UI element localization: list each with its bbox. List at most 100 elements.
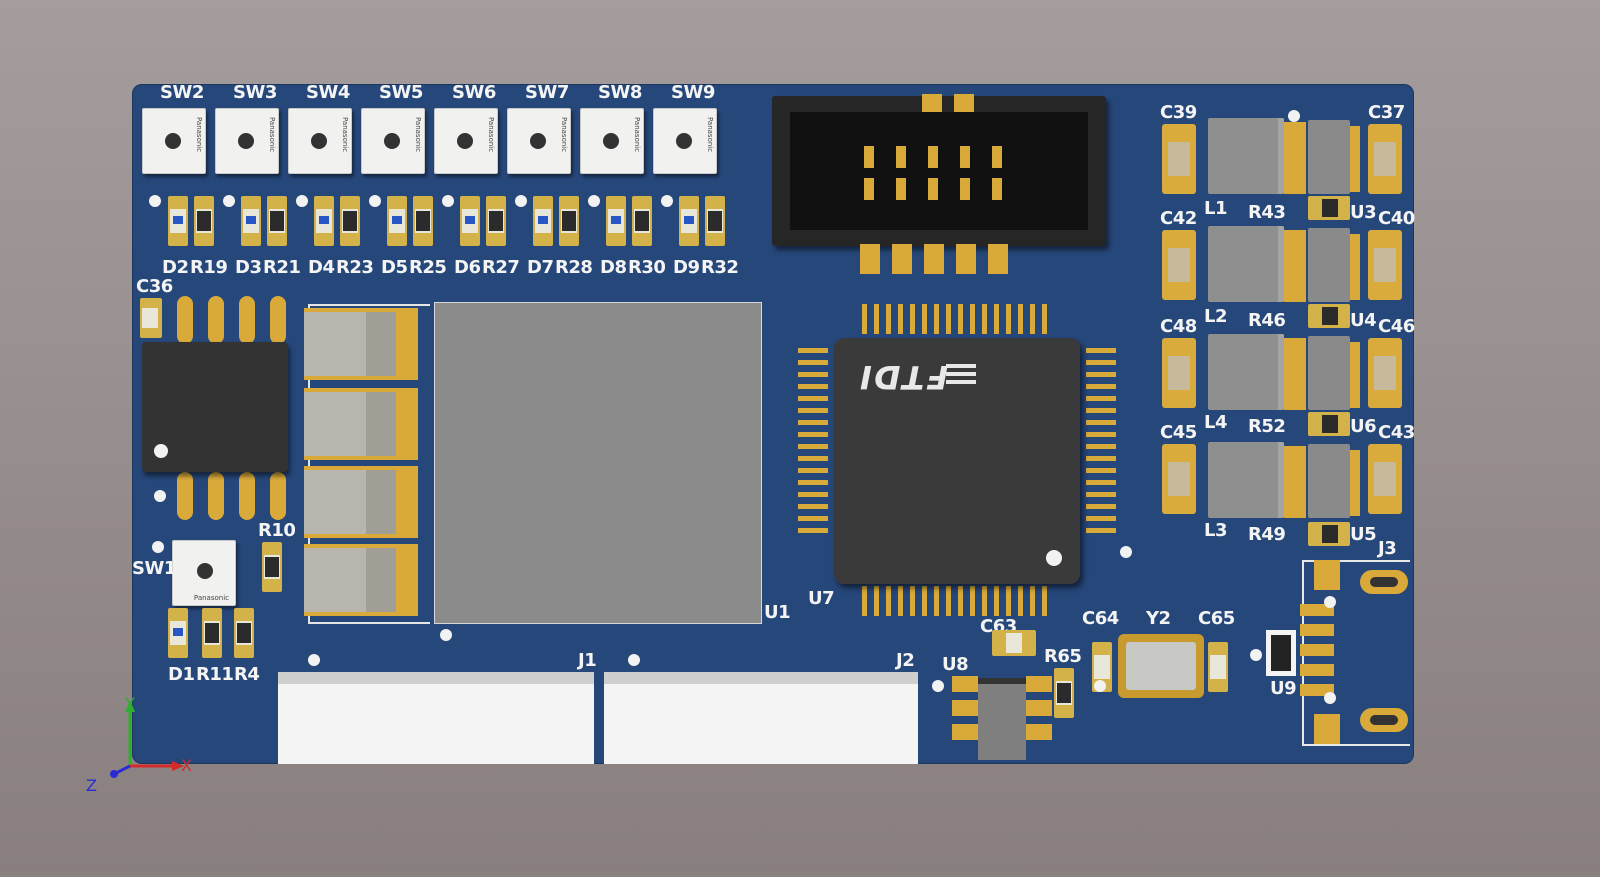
ref-r65: R65 <box>1044 646 1082 667</box>
ftdi-chip-u7[interactable]: FTDI <box>834 338 1080 584</box>
soic-chip[interactable] <box>142 342 288 472</box>
switch-sw6[interactable]: Panasonic <box>434 108 498 174</box>
regulator-u6[interactable] <box>1308 336 1350 410</box>
capacitor-c48[interactable] <box>1162 338 1196 408</box>
capacitor-c1[interactable] <box>304 308 418 380</box>
fiducial <box>1324 596 1336 608</box>
led-d5[interactable] <box>387 196 407 246</box>
led-d6[interactable] <box>460 196 480 246</box>
led-d8[interactable] <box>606 196 626 246</box>
led-d7[interactable] <box>533 196 553 246</box>
qfp-pin <box>1018 304 1023 334</box>
resistor-r49[interactable] <box>1308 522 1350 546</box>
capacitor-c65[interactable] <box>1208 642 1228 692</box>
resistor-r11[interactable] <box>202 608 222 658</box>
resistor-r52[interactable] <box>1308 412 1350 436</box>
resistor-r27[interactable] <box>486 196 506 246</box>
led-d4[interactable] <box>314 196 334 246</box>
idc-header-connector[interactable] <box>772 96 1106 246</box>
qfp-pin <box>886 304 891 334</box>
u8-pin <box>952 700 978 716</box>
resistor-r65[interactable] <box>1054 668 1074 718</box>
regulator-u3[interactable] <box>1308 120 1350 194</box>
qfp-pin <box>1042 586 1047 616</box>
resistor-r25[interactable] <box>413 196 433 246</box>
inductor-l3[interactable] <box>1208 442 1284 518</box>
led-d9[interactable] <box>679 196 699 246</box>
inductor-l1[interactable] <box>1208 118 1284 194</box>
fiducial <box>932 680 944 692</box>
fiducial <box>152 541 164 553</box>
resistor-r28[interactable] <box>559 196 579 246</box>
header-pad <box>956 244 976 274</box>
regulator-u4[interactable] <box>1308 228 1350 302</box>
capacitor-c42[interactable] <box>1162 230 1196 300</box>
switch-sw9[interactable]: Panasonic <box>653 108 717 174</box>
ref-c65: C65 <box>1198 608 1235 629</box>
resistor-r32[interactable] <box>705 196 725 246</box>
switch-sw5[interactable]: Panasonic <box>361 108 425 174</box>
capacitor-c2[interactable] <box>304 388 418 460</box>
u6-pad <box>1350 342 1360 408</box>
qfp-pin <box>874 304 879 334</box>
ref-u8: U8 <box>942 654 969 675</box>
fiducial <box>223 195 235 207</box>
switch-sw4[interactable]: Panasonic <box>288 108 352 174</box>
capacitor-c64[interactable] <box>1092 642 1112 692</box>
led-d1[interactable] <box>168 608 188 658</box>
qfp-pin <box>1006 304 1011 334</box>
u8-pin <box>1026 700 1052 716</box>
capacitor-c36[interactable] <box>140 298 162 338</box>
ref-r30: R30 <box>628 257 666 278</box>
qfp-pin <box>1042 304 1047 334</box>
ffc-connector-j2[interactable] <box>604 672 918 764</box>
resistor-r10[interactable] <box>262 542 282 592</box>
inductor-l2[interactable] <box>1208 226 1284 302</box>
switch-brand: Panasonic <box>414 117 422 153</box>
capacitor-c46[interactable] <box>1368 338 1402 408</box>
capacitor-c37[interactable] <box>1368 124 1402 194</box>
regulator-u5[interactable] <box>1308 444 1350 518</box>
ref-c36: C36 <box>136 276 173 297</box>
capacitor-c63[interactable] <box>992 630 1036 656</box>
resistor-r21[interactable] <box>267 196 287 246</box>
switch-sw1[interactable]: Panasonic <box>172 540 236 606</box>
resistor-r19[interactable] <box>194 196 214 246</box>
qfp-pin <box>982 304 987 334</box>
resistor-r30[interactable] <box>632 196 652 246</box>
capacitor-c40[interactable] <box>1368 230 1402 300</box>
capacitor-c43[interactable] <box>1368 444 1402 514</box>
regulator-u8[interactable] <box>978 678 1026 760</box>
qfp-pin <box>798 396 828 401</box>
switch-brand: Panasonic <box>268 117 276 153</box>
resistor-r23[interactable] <box>340 196 360 246</box>
capacitor-c39[interactable] <box>1162 124 1196 194</box>
switch-sw7[interactable]: Panasonic <box>507 108 571 174</box>
led-d2[interactable] <box>168 196 188 246</box>
ffc-connector-j1[interactable] <box>278 672 594 764</box>
soic-pin <box>239 472 255 520</box>
inductor-l4[interactable] <box>1208 334 1284 410</box>
capacitor-c45[interactable] <box>1162 444 1196 514</box>
crystal-y2[interactable] <box>1118 634 1204 698</box>
module-u1[interactable] <box>434 302 762 624</box>
capacitor-c3[interactable] <box>304 466 418 538</box>
u4-pad <box>1350 234 1360 300</box>
resistor-r46[interactable] <box>1308 304 1350 328</box>
resistor-r4[interactable] <box>234 608 254 658</box>
header-pin <box>960 178 970 200</box>
qfp-pin <box>798 516 828 521</box>
pcb-board[interactable]: SW2 SW3 SW4 SW5 SW6 SW7 SW8 SW9 Panasoni… <box>132 84 1415 764</box>
led-d3[interactable] <box>241 196 261 246</box>
capacitor-group-outline <box>308 304 430 624</box>
capacitor-c4[interactable] <box>304 544 418 616</box>
switch-sw2[interactable]: Panasonic <box>142 108 206 174</box>
qfp-pin <box>798 444 828 449</box>
switch-sw8[interactable]: Panasonic <box>580 108 644 174</box>
switch-brand: Panasonic <box>341 117 349 153</box>
header-pin <box>992 178 1002 200</box>
header-pad <box>860 244 880 274</box>
switch-sw3[interactable]: Panasonic <box>215 108 279 174</box>
resistor-r43[interactable] <box>1308 196 1350 220</box>
switch-brand: Panasonic <box>193 594 229 602</box>
